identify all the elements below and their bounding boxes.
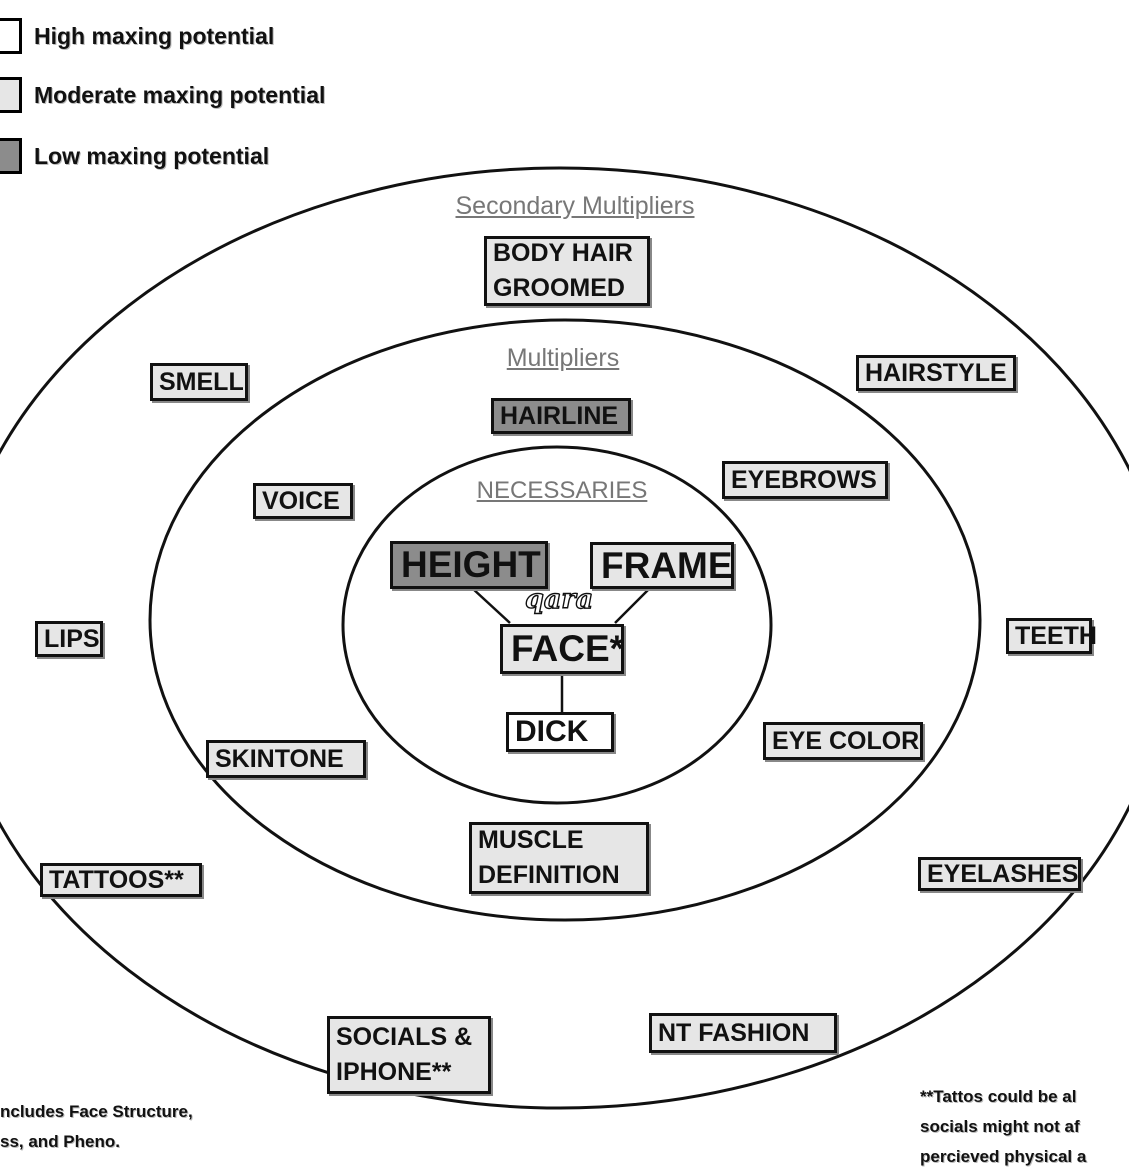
footnote-left: ncludes Face Structure, ss, and Pheno.: [0, 1097, 193, 1157]
box-face: FACE*: [500, 624, 624, 674]
legend-swatch-high: [0, 18, 22, 54]
box-hairline: HAIRLINE: [491, 398, 631, 434]
box-teeth: TEETH: [1006, 618, 1097, 654]
legend-label-high: High maxing potential: [34, 22, 275, 49]
ring-title-secondary: Secondary Multipliers: [455, 192, 695, 220]
footnote-right: **Tattos could be al socials might not a…: [920, 1082, 1086, 1172]
middle-ring: [148, 318, 982, 922]
legend-swatch-low: [0, 138, 22, 174]
box-dick: DICK: [506, 712, 614, 752]
legend-swatch-moderate: [0, 77, 22, 113]
box-height: HEIGHT: [390, 541, 548, 589]
ring-title-necessaries: NECESSARIES: [476, 477, 648, 504]
box-eyebrows: EYEBROWS: [722, 461, 888, 499]
box-eye-color: EYE COLOR: [763, 722, 923, 760]
box-muscle-line1: MUSCLE: [478, 826, 584, 854]
connector-height-face: [471, 587, 511, 624]
footnote-right-line1: **Tattos could be al: [920, 1087, 1077, 1106]
box-skintone: SKINTONE: [206, 740, 366, 778]
legend-item-low: Low maxing potential: [0, 136, 269, 176]
ring-title-multipliers: Multipliers: [506, 344, 620, 372]
footnote-left-line1: ncludes Face Structure,: [0, 1102, 193, 1121]
box-muscle-definition: MUSCLE DEFINITION: [469, 822, 649, 894]
outer-ring: [0, 166, 1129, 1110]
box-socials-iphone: SOCIALS & IPHONE**: [327, 1016, 491, 1094]
legend-label-moderate: Moderate maxing potential: [34, 81, 326, 108]
box-smell: SMELL: [150, 363, 248, 401]
box-lips: LIPS: [35, 621, 103, 657]
box-eyelashes: EYELASHES: [918, 857, 1081, 891]
footnote-left-line2: ss, and Pheno.: [0, 1132, 120, 1151]
box-frame: FRAME: [590, 542, 734, 589]
connector-frame-face: [614, 587, 651, 624]
legend-label-low: Low maxing potential: [34, 142, 270, 169]
box-hairstyle: HAIRSTYLE: [856, 355, 1016, 391]
footnote-right-line2: socials might not af: [920, 1117, 1080, 1136]
box-nt-fashion: NT FASHION: [649, 1013, 837, 1053]
legend-item-moderate: Moderate maxing potential: [0, 75, 325, 115]
box-socials-line2: IPHONE**: [336, 1058, 452, 1086]
box-socials-line1: SOCIALS &: [336, 1023, 473, 1051]
inner-ring: [341, 445, 773, 805]
box-tattoos: TATTOOS**: [40, 863, 202, 897]
box-body-hair-line2: GROOMED: [493, 274, 625, 302]
box-muscle-line2: DEFINITION: [478, 861, 620, 889]
legend-item-high: High maxing potential: [0, 16, 274, 56]
box-body-hair-groomed: BODY HAIR GROOMED: [484, 236, 650, 306]
box-voice: VOICE: [253, 483, 353, 519]
box-body-hair-line1: BODY HAIR: [493, 239, 633, 267]
footnote-right-line3: percieved physical a: [920, 1147, 1087, 1166]
qara-annotation: qara: [524, 583, 594, 615]
